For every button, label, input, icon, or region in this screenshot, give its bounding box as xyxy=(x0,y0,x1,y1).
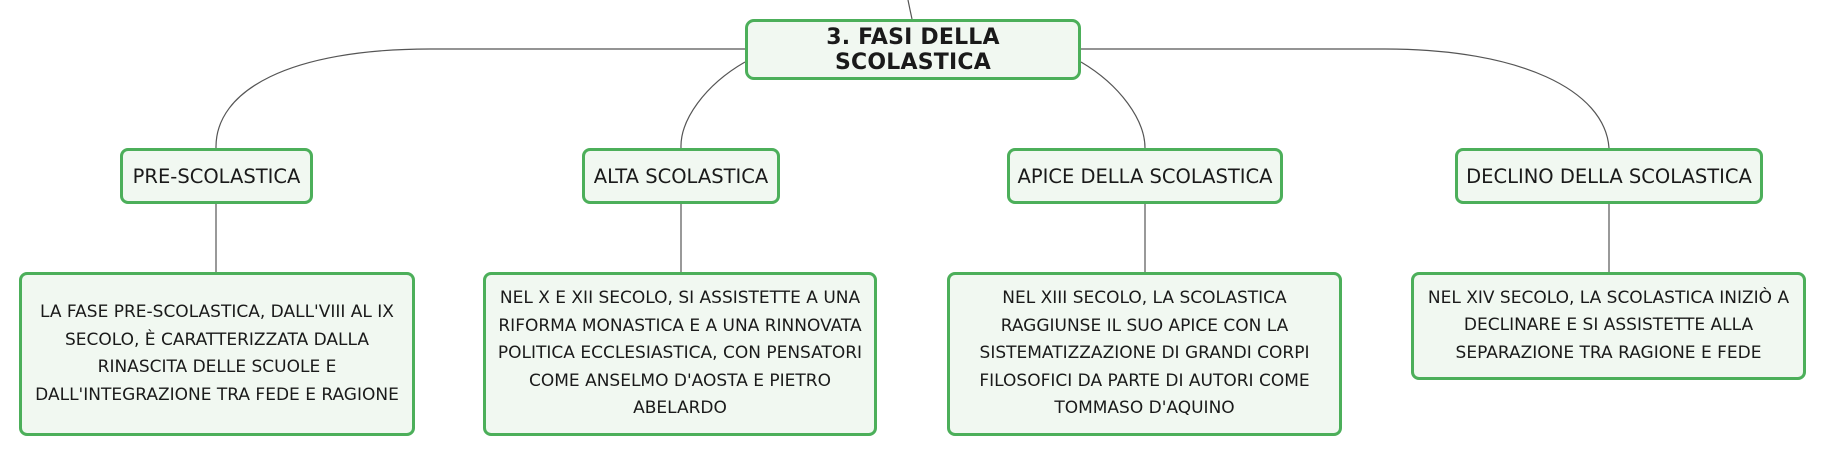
subtopic-text: LA FASE PRE-SCOLASTICA, DALL'VIII AL IX … xyxy=(35,302,399,405)
connector-root-to-declino-scolastica xyxy=(1081,48,1610,149)
topic-pre-scolastica[interactable]: PRE-SCOLASTICA xyxy=(120,148,313,204)
subtopic-pre-scolastica-description[interactable]: LA FASE PRE-SCOLASTICA, DALL'VIII AL IX … xyxy=(19,272,415,436)
subtopic-text: NEL X E XII SECOLO, SI ASSISTETTE A UNA … xyxy=(497,288,863,419)
connector-root-to-pre-scolastica xyxy=(215,48,745,149)
topic-declino-della-scolastica[interactable]: DECLINO DELLA SCOLASTICA xyxy=(1455,148,1763,204)
subtopic-alta-scolastica-description[interactable]: NEL X E XII SECOLO, SI ASSISTETTE A UNA … xyxy=(483,272,877,436)
subtopic-apice-scolastica-description[interactable]: NEL XIII SECOLO, LA SCOLASTICA RAGGIUNSE… xyxy=(947,272,1342,436)
topic-label: PRE-SCOLASTICA xyxy=(132,164,301,188)
subtopic-declino-scolastica-description[interactable]: NEL XIV SECOLO, LA SCOLASTICA INIZIÒ A D… xyxy=(1411,272,1806,380)
topic-alta-scolastica[interactable]: ALTA SCOLASTICA xyxy=(582,148,780,204)
root-topic-title: 3. FASI DELLA SCOLASTICA xyxy=(826,24,1000,75)
topic-label: APICE DELLA SCOLASTICA xyxy=(1017,164,1273,188)
root-topic-node[interactable]: 3. FASI DELLA SCOLASTICA xyxy=(745,19,1081,80)
topic-apice-della-scolastica[interactable]: APICE DELLA SCOLASTICA xyxy=(1007,148,1283,204)
topic-label: ALTA SCOLASTICA xyxy=(593,164,769,188)
connector-root-to-alta-scolastica xyxy=(680,61,746,149)
topic-label: DECLINO DELLA SCOLASTICA xyxy=(1466,164,1752,188)
connector-parent-to-root xyxy=(907,0,913,20)
connector-root-to-apice-scolastica xyxy=(1080,61,1146,149)
subtopic-text: NEL XIV SECOLO, LA SCOLASTICA INIZIÒ A D… xyxy=(1427,287,1790,363)
subtopic-text: NEL XIII SECOLO, LA SCOLASTICA RAGGIUNSE… xyxy=(979,288,1310,419)
